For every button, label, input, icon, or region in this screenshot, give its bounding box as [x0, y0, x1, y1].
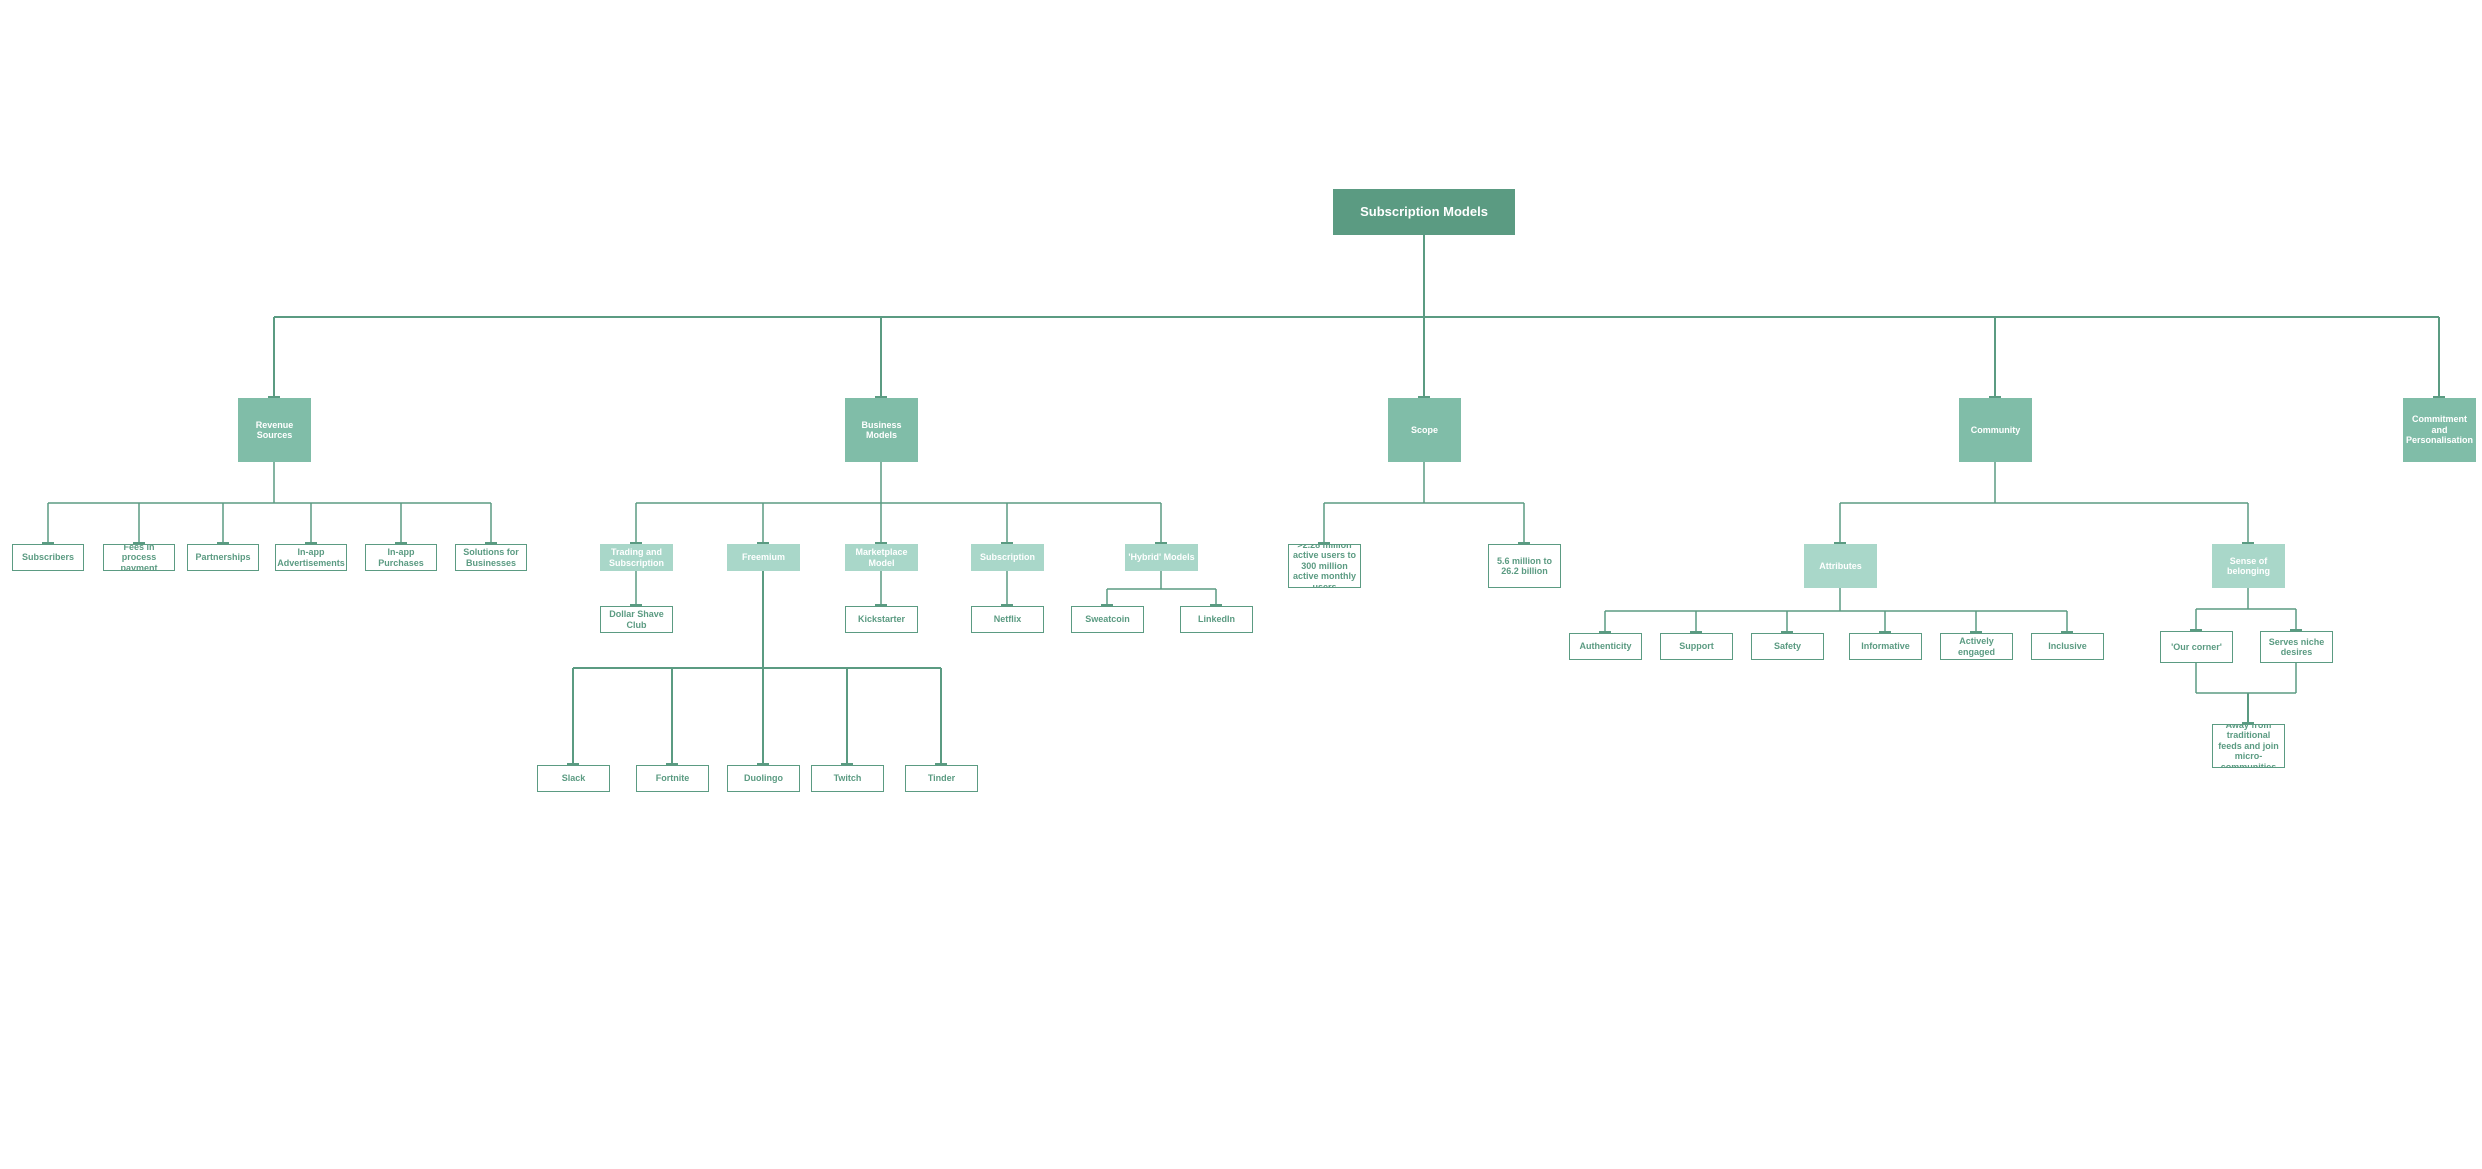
- connector-tick: [1418, 396, 1430, 398]
- leaf-twitch[interactable]: Twitch: [811, 765, 884, 792]
- connector-tick: [841, 763, 853, 765]
- marketplace-model-node[interactable]: Marketplace Model: [845, 544, 918, 571]
- leaf-serves-niche-desires[interactable]: Serves niche desires: [2260, 631, 2333, 663]
- connector-tick: [875, 542, 887, 544]
- connector-tick: [42, 542, 54, 544]
- connector-tick: [1518, 542, 1530, 544]
- leaf-solutions-for-businesses[interactable]: Solutions for Businesses: [455, 544, 527, 571]
- leaf-tinder[interactable]: Tinder: [905, 765, 978, 792]
- connector-tick: [630, 542, 642, 544]
- leaf-duolingo[interactable]: Duolingo: [727, 765, 800, 792]
- leaf-safety[interactable]: Safety: [1751, 633, 1824, 660]
- leaf-linkedin[interactable]: LinkedIn: [1180, 606, 1253, 633]
- sense-of-belonging-node[interactable]: Sense of belonging: [2212, 544, 2285, 588]
- leaf-support[interactable]: Support: [1660, 633, 1733, 660]
- connector-tick: [666, 763, 678, 765]
- leaf-subscribers[interactable]: Subscribers: [12, 544, 84, 571]
- leaf-in-app-purchases[interactable]: In-app Purchases: [365, 544, 437, 571]
- leaf-sweatcoin[interactable]: Sweatcoin: [1071, 606, 1144, 633]
- connector-tick: [395, 542, 407, 544]
- connector-tick: [567, 763, 579, 765]
- community-node[interactable]: Community: [1959, 398, 2032, 462]
- connector-tick: [2242, 542, 2254, 544]
- leaf-slack[interactable]: Slack: [537, 765, 610, 792]
- connector-tick: [1970, 631, 1982, 633]
- connector-tick: [875, 604, 887, 606]
- leaf-active-users-range[interactable]: >2.28 million active users to 300 millio…: [1288, 544, 1361, 588]
- scope-node[interactable]: Scope: [1388, 398, 1461, 462]
- leaf-revenue-range[interactable]: 5.6 million to 26.2 billion: [1488, 544, 1561, 588]
- leaf-actively-engaged[interactable]: Actively engaged: [1940, 633, 2013, 660]
- connector-tick: [1690, 631, 1702, 633]
- connector-tick: [268, 396, 280, 398]
- connector-tick: [1599, 631, 1611, 633]
- leaf-fortnite[interactable]: Fortnite: [636, 765, 709, 792]
- connector-tick: [2433, 396, 2445, 398]
- hybrid-models-node[interactable]: 'Hybrid' Models: [1125, 544, 1198, 571]
- connector-tick: [2242, 722, 2254, 724]
- connector-tick: [133, 542, 145, 544]
- connector-tick: [1101, 604, 1113, 606]
- connector-tick: [1001, 604, 1013, 606]
- leaf-partnerships[interactable]: Partnerships: [187, 544, 259, 571]
- leaf-inclusive[interactable]: Inclusive: [2031, 633, 2104, 660]
- connector-tick: [1781, 631, 1793, 633]
- leaf-in-app-advertisements[interactable]: In-app Advertisements: [275, 544, 347, 571]
- subscription-node[interactable]: Subscription: [971, 544, 1044, 571]
- freemium-node[interactable]: Freemium: [727, 544, 800, 571]
- connector-tick: [875, 396, 887, 398]
- connector-tick: [2061, 631, 2073, 633]
- connector-tick: [1834, 542, 1846, 544]
- leaf-away-from-traditional-feeds[interactable]: Away from traditional feeds and join mic…: [2212, 724, 2285, 768]
- connector-tick: [757, 763, 769, 765]
- connector-tick: [935, 763, 947, 765]
- connector-tick: [1318, 542, 1330, 544]
- revenue-sources-node[interactable]: Revenue Sources: [238, 398, 311, 462]
- root-node[interactable]: Subscription Models: [1333, 189, 1515, 235]
- attributes-node[interactable]: Attributes: [1804, 544, 1877, 588]
- connector-tick: [217, 542, 229, 544]
- leaf-our-corner[interactable]: 'Our corner': [2160, 631, 2233, 663]
- connector-tick: [485, 542, 497, 544]
- connector-tick: [1155, 542, 1167, 544]
- leaf-informative[interactable]: Informative: [1849, 633, 1922, 660]
- connector-tick: [1210, 604, 1222, 606]
- connector-tick: [630, 604, 642, 606]
- connector-tick: [757, 542, 769, 544]
- leaf-netflix[interactable]: Netflix: [971, 606, 1044, 633]
- leaf-dollar-shave-club[interactable]: Dollar Shave Club: [600, 606, 673, 633]
- leaf-fees-in-process-payment[interactable]: Fees in process payment: [103, 544, 175, 571]
- business-models-node[interactable]: Business Models: [845, 398, 918, 462]
- connector-tick: [2290, 629, 2302, 631]
- leaf-kickstarter[interactable]: Kickstarter: [845, 606, 918, 633]
- connector-tick: [1989, 396, 2001, 398]
- connector-tick: [2190, 629, 2202, 631]
- connector-tick: [305, 542, 317, 544]
- leaf-authenticity[interactable]: Authenticity: [1569, 633, 1642, 660]
- commitment-personalisation-node[interactable]: Commitment and Personalisation: [2403, 398, 2476, 462]
- connector-tick: [1001, 542, 1013, 544]
- connector-tick: [1879, 631, 1891, 633]
- trading-subscription-node[interactable]: Trading and Subscription: [600, 544, 673, 571]
